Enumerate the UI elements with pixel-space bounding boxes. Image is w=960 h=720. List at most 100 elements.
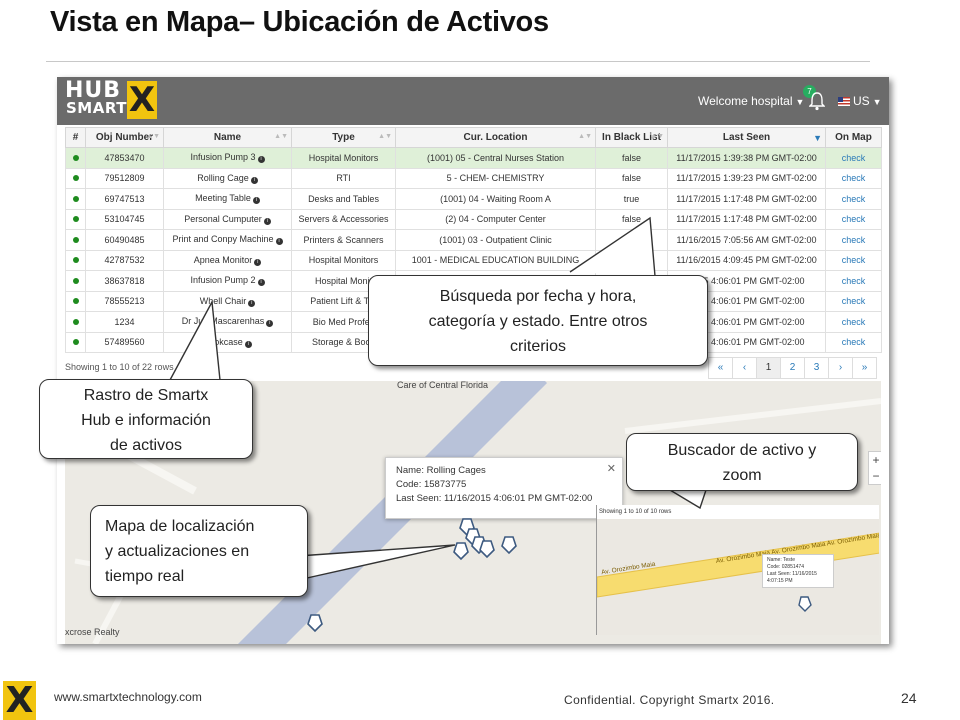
footer-url[interactable]: www.smartxtechnology.com (54, 690, 202, 704)
inset-popup-code: Code: 02851474 (767, 564, 804, 570)
inset-row-count: Showing 1 to 10 of 10 rows (597, 505, 879, 519)
callout-line: Mapa de localización (105, 518, 255, 535)
on-map-check-link[interactable]: check (825, 270, 882, 292)
status-dot-icon (65, 188, 86, 210)
info-icon[interactable]: i (275, 238, 283, 246)
column-header[interactable]: Cur. Location▲▼ (395, 127, 596, 148)
info-icon[interactable]: i (244, 340, 252, 348)
language-label: US (853, 94, 870, 108)
column-header[interactable]: Last Seen▼ (667, 127, 826, 148)
map-pin-icon[interactable] (307, 518, 517, 633)
last-seen-cell: 11/17/2015 1:17:48 PM GMT-02:00 (667, 208, 826, 230)
page-next-button[interactable]: › (828, 357, 853, 379)
welcome-text: Welcome hospital (698, 94, 793, 108)
on-map-check-link[interactable]: check (825, 311, 882, 333)
type-cell: Hospital Monitors (291, 147, 396, 169)
info-icon[interactable]: i (266, 320, 274, 328)
page-3-button[interactable]: 3 (804, 357, 829, 379)
inset-popup-name: Name: Teste (767, 557, 795, 563)
info-icon[interactable]: i (257, 156, 265, 164)
on-map-check-link[interactable]: check (825, 249, 882, 271)
language-selector[interactable]: US▼ (838, 94, 882, 108)
chevron-down-icon: ▼ (872, 97, 882, 107)
status-dot-icon (65, 167, 86, 189)
sort-icon: ▲▼ (146, 133, 160, 140)
type-cell: Printers & Scanners (291, 229, 396, 251)
status-dot-icon (65, 249, 86, 271)
page-first-button[interactable]: « (708, 357, 733, 379)
type-cell: Desks and Tables (291, 188, 396, 210)
user-menu[interactable]: Welcome hospital▼ (698, 94, 804, 108)
blacklist-cell (595, 249, 668, 271)
status-dot-icon (65, 147, 86, 169)
hubsmartx-logo[interactable]: HUB SMART X (63, 80, 159, 120)
info-icon[interactable]: i (250, 176, 258, 184)
status-dot-icon (72, 277, 79, 284)
obj-number-cell: 47853470 (85, 147, 164, 169)
column-header[interactable]: In Black List▲▼ (595, 127, 668, 148)
callout-realtime: Mapa de localización y actualizaciones e… (90, 505, 308, 597)
column-header[interactable]: Name▲▼ (163, 127, 292, 148)
sort-icon: ▲▼ (378, 133, 392, 140)
page-2-button[interactable]: 2 (780, 357, 805, 379)
obj-number-cell: 1234 (85, 311, 164, 333)
info-icon[interactable]: i (257, 279, 265, 287)
table-header-row: # Obj Number▲▼ Name▲▼ Type▲▼ Cur. Locati… (65, 127, 882, 148)
on-map-check-link[interactable]: check (825, 147, 882, 169)
status-dot-icon (65, 270, 86, 292)
type-cell: Servers & Accessories (291, 208, 396, 230)
on-map-check-link[interactable]: check (825, 208, 882, 230)
close-icon[interactable]: ✕ (606, 463, 616, 475)
on-map-check-link[interactable]: check (825, 167, 882, 189)
column-header[interactable]: # (65, 127, 86, 148)
callout-line: Hub e información (81, 412, 211, 429)
last-seen-cell: 11/17/2015 1:39:38 PM GMT-02:00 (667, 147, 826, 169)
page-prev-button[interactable]: ‹ (732, 357, 757, 379)
popup-code: Code: 15873775 (396, 479, 467, 490)
column-header[interactable]: Obj Number▲▼ (85, 127, 164, 148)
zoom-out-button[interactable]: − (872, 469, 880, 483)
obj-number-cell: 79512809 (85, 167, 164, 189)
map-pin-icon[interactable] (798, 596, 812, 612)
column-header[interactable]: Type▲▼ (291, 127, 396, 148)
obj-number-cell: 78555213 (85, 290, 164, 312)
status-dot-icon (72, 216, 79, 223)
bell-icon[interactable] (809, 91, 825, 111)
on-map-check-link[interactable]: check (825, 331, 882, 353)
on-map-check-link[interactable]: check (825, 229, 882, 251)
page-last-button[interactable]: » (852, 357, 877, 379)
zoom-in-button[interactable]: + (872, 453, 880, 467)
on-map-check-link[interactable]: check (825, 290, 882, 312)
blacklist-cell: true (595, 188, 668, 210)
status-dot-icon (72, 154, 79, 161)
info-icon[interactable]: i (254, 258, 262, 266)
info-icon[interactable]: i (263, 217, 271, 225)
footer-confidential: Confidential. Copyright Smartx 2016. (564, 693, 775, 707)
inset-road (597, 532, 879, 598)
last-seen-cell: 11/17/2015 1:39:23 PM GMT-02:00 (667, 167, 826, 189)
popup-last-seen: Last Seen: 11/16/2015 4:06:01 PM GMT-02:… (396, 493, 593, 504)
inset-pin (798, 596, 812, 612)
status-dot-icon (72, 318, 79, 325)
page-1-button[interactable]: 1 (756, 357, 781, 379)
location-cell: 1001 - MEDICAL EDUCATION BUILDING (395, 249, 596, 271)
status-dot-icon (72, 257, 79, 264)
column-header[interactable]: On Map (825, 127, 882, 148)
info-icon[interactable]: i (252, 197, 260, 205)
on-map-check-link[interactable]: check (825, 188, 882, 210)
status-dot-icon (72, 236, 79, 243)
info-icon[interactable]: i (248, 299, 256, 307)
